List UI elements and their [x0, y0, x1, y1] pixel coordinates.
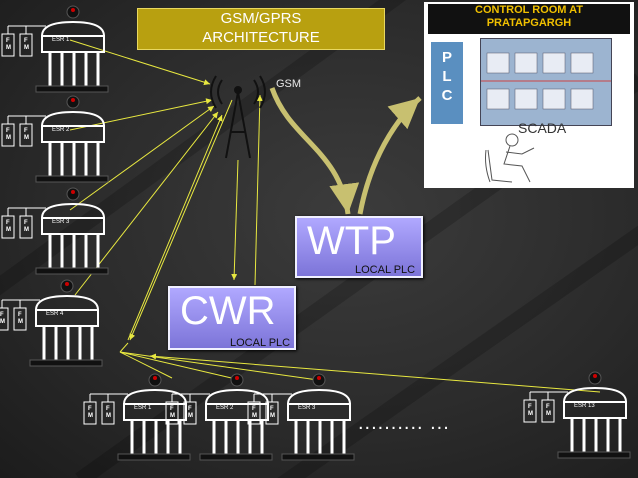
fm-m: M	[106, 413, 111, 419]
esr-tank-icon	[1, 187, 109, 275]
fm-m: M	[24, 135, 29, 141]
fm-f: F	[252, 406, 256, 412]
gsm-label: GSM	[276, 78, 302, 90]
esr-label: ESR 2	[52, 127, 70, 133]
more-esr-ellipsis: .......... ...	[358, 412, 450, 434]
fm-f: F	[0, 312, 4, 318]
esr-label: ESR 1	[52, 37, 70, 43]
backbone-arrows	[269, 87, 422, 215]
fm-m: M	[546, 411, 551, 417]
esr-tank-icon	[165, 373, 273, 461]
fm-m: M	[270, 413, 275, 419]
fm-f: F	[170, 406, 174, 412]
esr-tanks	[0, 5, 631, 461]
fm-f: F	[6, 128, 10, 134]
fm-f: F	[6, 38, 10, 44]
fm-m: M	[0, 319, 5, 325]
plc-letter: P	[441, 49, 452, 66]
fm-f: F	[6, 220, 10, 226]
wtp-name: WTP	[307, 219, 396, 263]
plc-letter: C	[441, 87, 453, 104]
esr-label: ESR 13	[574, 403, 595, 409]
plc-box: P L C	[431, 42, 463, 124]
esr-tank-icon	[523, 371, 631, 459]
fm-m: M	[528, 411, 533, 417]
fm-m: M	[6, 135, 11, 141]
esr-tank-icon	[1, 95, 109, 183]
diagram-title: GSM/GPRS ARCHITECTURE	[137, 8, 385, 50]
fm-m: M	[6, 45, 11, 51]
plc-letter: L	[442, 68, 452, 85]
fm-f: F	[546, 404, 550, 410]
fm-m: M	[24, 227, 29, 233]
fm-m: M	[88, 413, 93, 419]
control-room-line1: CONTROL ROOM AT	[475, 4, 583, 16]
esr-label: ESR 4	[46, 311, 64, 317]
fm-f: F	[24, 128, 28, 134]
wtp-station: WTP LOCAL PLC	[295, 216, 423, 278]
title-line1: GSM/GPRS	[220, 10, 302, 27]
cwr-plc-label: LOCAL PLC	[230, 337, 291, 349]
fm-f: F	[270, 406, 274, 412]
gsm-links	[69, 39, 601, 393]
fm-f: F	[24, 220, 28, 226]
cwr-station: CWR LOCAL PLC	[168, 286, 296, 350]
fm-m: M	[6, 227, 11, 233]
cwr-name: CWR	[180, 289, 276, 333]
esr-label: ESR 3	[298, 405, 316, 411]
fm-f: F	[24, 38, 28, 44]
esr-tank-icon	[83, 373, 191, 461]
fm-f: F	[188, 406, 192, 412]
operator-icon	[485, 133, 535, 183]
title-line2: ARCHITECTURE	[202, 29, 320, 46]
esr-tank-icon	[1, 5, 109, 93]
fm-m: M	[170, 413, 175, 419]
control-room-line2: PRATAPGARGH	[486, 17, 572, 29]
fm-f: F	[18, 312, 22, 318]
fm-m: M	[252, 413, 257, 419]
fm-f: F	[88, 406, 92, 412]
esr-label: ESR 3	[52, 219, 70, 225]
wtp-plc-label: LOCAL PLC	[355, 264, 416, 276]
fm-f: F	[106, 406, 110, 412]
esr-label: ESR 1	[134, 405, 152, 411]
fm-m: M	[188, 413, 193, 419]
fm-m: M	[18, 319, 23, 325]
fm-m: M	[24, 45, 29, 51]
esr-tank-icon	[247, 373, 355, 461]
esr-tank-icon	[0, 279, 103, 367]
control-room-panel: CONTROL ROOM AT PRATAPGARGH P L C SCADA	[424, 2, 634, 188]
scada-label: SCADA	[518, 120, 567, 136]
esr-label: ESR 2	[216, 405, 234, 411]
fm-f: F	[528, 404, 532, 410]
control-room-header: CONTROL ROOM AT PRATAPGARGH	[428, 4, 630, 34]
scada-screen-icon	[480, 38, 612, 126]
gsm-tower-icon	[210, 75, 266, 159]
